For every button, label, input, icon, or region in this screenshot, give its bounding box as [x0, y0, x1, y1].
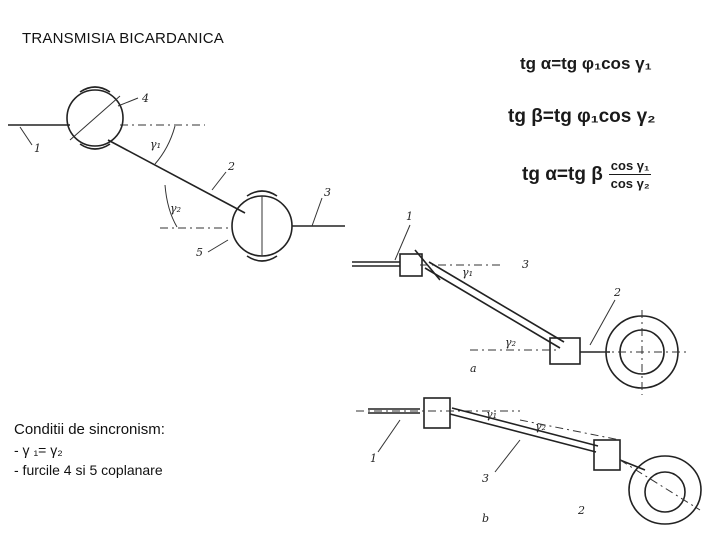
label-top-g2: γ₂: [170, 202, 181, 215]
label-b-3: 3: [482, 472, 489, 485]
a-joint-right: [549, 337, 581, 365]
a-joint-left: [399, 253, 423, 277]
joint-5-fork-lower: [246, 255, 278, 262]
joint-5-fork: [246, 190, 278, 197]
label-b-g2: γ₂: [535, 420, 546, 433]
page-title: TRANSMISIA BICARDANICA: [22, 30, 224, 47]
leader-1: [19, 126, 33, 146]
b-joint-right: [593, 439, 621, 471]
fraction-numerator: cos γ₁: [608, 158, 652, 175]
leader-2: [211, 171, 227, 191]
angle-arc-g1: [154, 125, 176, 165]
leader-5: [207, 239, 229, 253]
joint-4: [66, 89, 124, 147]
condition-item-1: - γ ₁= γ₂: [14, 442, 63, 458]
label-a-2: 2: [613, 286, 621, 299]
leader-3: [311, 197, 323, 227]
formula-fraction: cos γ₁ cos γ₂: [608, 158, 652, 191]
formula-ratio: tg α=tg β cos γ₁ cos γ₂: [522, 158, 652, 191]
label-top-4: 4: [141, 92, 149, 105]
b-joint-left: [423, 397, 451, 429]
label-b-2: 2: [577, 504, 585, 517]
angle-arc-g2: [164, 184, 178, 228]
formula-alpha: tg α=tg φ₁cos γ₁: [520, 54, 652, 73]
drawing-b: γ₁ γ₂ 1 3 2 b: [356, 397, 702, 525]
a-shaft-3: [424, 267, 561, 349]
label-b-g1: γ₁: [486, 408, 497, 421]
label-a-3: 3: [522, 258, 529, 271]
label-top-3: 3: [324, 186, 331, 199]
b-shaft-3: [449, 413, 597, 453]
joint-4-fork: [79, 86, 111, 93]
label-b-letter: b: [482, 512, 489, 525]
sync-conditions: Conditii de sincronism: - γ ₁= γ₂ - furc…: [14, 420, 165, 480]
label-a-1: 1: [406, 210, 413, 223]
label-b-1: 1: [370, 452, 377, 465]
label-top-5: 5: [196, 246, 203, 259]
condition-item-2: - furcile 4 si 5 coplanare: [14, 462, 163, 478]
label-top-1: 1: [34, 142, 41, 155]
label-a-g1: γ₁: [462, 266, 473, 279]
conditions-heading: Conditii de sincronism:: [14, 421, 165, 438]
formula-beta: tg β=tg φ₁cos γ₂: [508, 106, 656, 127]
label-top-g1: γ₁: [150, 138, 161, 151]
label-a-g2: γ₂: [505, 336, 516, 349]
b-flange: [628, 455, 702, 525]
label-a-letter: a: [470, 362, 477, 375]
joint-4-fork-lower: [79, 143, 111, 150]
schematic-top: 1 4 γ₁ 2 γ₂ 3 5: [8, 86, 345, 262]
fraction-denominator: cos γ₂: [610, 176, 650, 191]
shaft-2: [107, 139, 246, 214]
leader-4: [117, 97, 139, 107]
joint-4-cross: [69, 95, 121, 141]
drawing-a: 1 γ₁ 3 2 γ₂ a: [352, 210, 690, 395]
formula-ratio-left: tg α=tg β: [522, 163, 603, 185]
label-top-2: 2: [227, 160, 235, 173]
